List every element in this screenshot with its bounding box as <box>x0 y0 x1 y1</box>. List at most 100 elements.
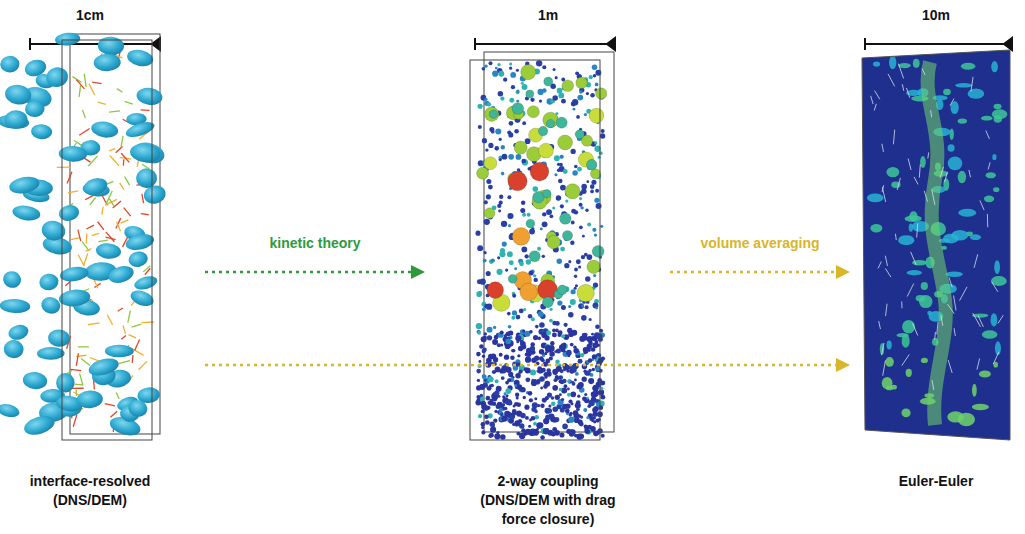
phase-patch <box>898 235 914 245</box>
particle <box>490 427 496 433</box>
particle <box>573 108 576 111</box>
particle <box>591 180 596 185</box>
particle <box>488 61 492 65</box>
dotted-arrow <box>205 358 850 372</box>
particle <box>579 225 583 229</box>
particle <box>553 419 557 423</box>
particle <box>574 210 578 214</box>
bubble <box>48 329 71 348</box>
phase-patch <box>958 118 967 123</box>
particle <box>567 379 571 383</box>
velocity-vector <box>118 361 129 364</box>
particle <box>485 420 490 425</box>
velocity-streak <box>885 256 887 266</box>
velocity-streak <box>907 284 914 297</box>
particle <box>482 67 486 71</box>
scale-bar <box>475 43 615 45</box>
velocity-streak <box>950 98 954 105</box>
particle <box>543 419 548 424</box>
velocity-vector <box>86 249 92 252</box>
particle <box>505 399 511 405</box>
phase-patch <box>889 56 896 69</box>
velocity-streak <box>902 84 904 91</box>
velocity-vector <box>121 335 126 339</box>
scale-bar-tick <box>152 38 160 50</box>
particle <box>590 184 595 189</box>
particle <box>487 102 491 106</box>
wireframe <box>862 50 1010 440</box>
scale-label: 10m <box>861 6 1011 25</box>
particle <box>539 100 542 103</box>
particle <box>500 96 504 100</box>
large-particle <box>530 162 549 181</box>
bubble <box>136 168 158 189</box>
particle <box>559 375 564 380</box>
phase-patch <box>979 371 991 378</box>
particle <box>494 433 500 439</box>
particle <box>552 321 556 325</box>
particle <box>583 408 587 412</box>
particle <box>536 423 541 428</box>
dotted-arrow <box>205 265 425 279</box>
particle <box>561 343 567 349</box>
particle <box>591 392 596 397</box>
particle <box>574 379 577 382</box>
particle <box>497 403 501 407</box>
particle <box>549 308 552 311</box>
particle <box>504 354 509 359</box>
velocity-vector <box>141 109 150 111</box>
panel-caption: interface-resolved (DNS/DEM) <box>20 472 160 510</box>
velocity-streak <box>931 110 932 117</box>
particle <box>491 258 495 262</box>
particle <box>594 141 597 144</box>
bubble <box>1 269 23 290</box>
particle <box>555 359 560 364</box>
particle <box>592 354 597 359</box>
particle <box>537 247 541 251</box>
velocity-streak <box>886 304 888 316</box>
particle <box>522 121 526 125</box>
particle <box>525 377 530 382</box>
particle <box>510 415 515 420</box>
particle <box>529 398 533 402</box>
particle <box>589 318 592 321</box>
phase-patch <box>970 234 981 240</box>
particle <box>537 337 541 341</box>
particle <box>592 368 596 372</box>
particle <box>480 384 484 388</box>
particle <box>484 219 490 225</box>
large-particle <box>512 103 524 115</box>
velocity-streak <box>874 104 876 111</box>
large-particle <box>477 167 489 179</box>
velocity-vector <box>139 361 147 369</box>
particle <box>554 378 558 382</box>
bubble <box>40 219 67 243</box>
phase-patch <box>916 295 926 302</box>
bubble <box>37 347 65 360</box>
bubble <box>59 265 90 283</box>
particle <box>494 146 499 151</box>
particle <box>568 331 574 337</box>
particle <box>568 312 574 318</box>
particle <box>596 333 602 339</box>
particle <box>585 208 588 211</box>
particle <box>588 378 594 384</box>
particle <box>540 387 543 390</box>
particle <box>601 129 605 133</box>
particle <box>484 98 487 101</box>
phase-patch <box>968 89 985 99</box>
particle <box>518 388 521 391</box>
particle <box>488 376 494 382</box>
particle <box>480 279 486 285</box>
velocity-vector <box>92 233 99 235</box>
particle <box>568 329 571 332</box>
particle <box>553 68 556 71</box>
particle <box>535 415 540 420</box>
particle <box>500 330 504 334</box>
phase-patch <box>906 270 922 275</box>
particle <box>508 325 512 329</box>
particle <box>545 348 548 351</box>
velocity-vector <box>86 225 94 229</box>
particle <box>486 406 490 410</box>
particle <box>542 212 546 216</box>
